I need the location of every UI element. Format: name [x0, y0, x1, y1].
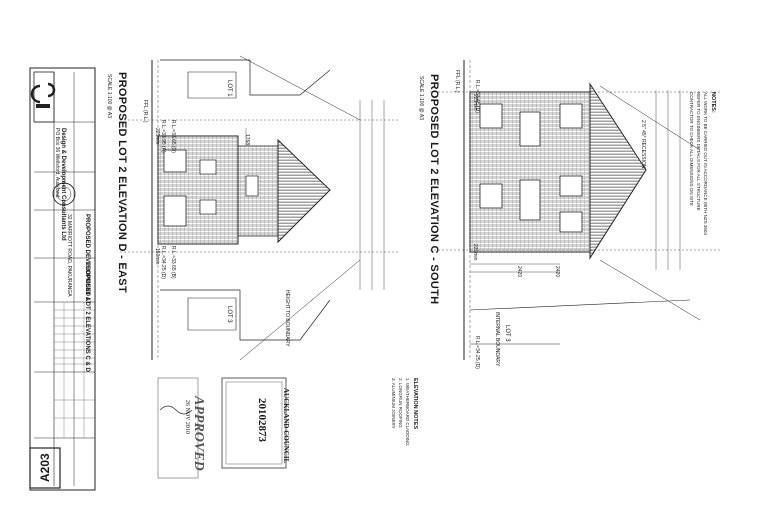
- south-setback-top: 225min: [472, 94, 478, 111]
- notes-line-2: REFER TO ENGINEERS DETAILS FOR ALL STRUC…: [696, 92, 701, 211]
- sheet-number: A203: [38, 453, 52, 482]
- east-dimension: 1768: [244, 134, 250, 146]
- east-lot-bot: LOT 3: [226, 306, 232, 323]
- elevation-note-1: 1. WEATHERBOARD CLADDING: [405, 378, 410, 446]
- notes-line-3: CONTRACTOR TO CHECK ALL DIMENSIONS ON SI…: [689, 92, 694, 206]
- south-boundary: INTERNAL BOUNDARY: [494, 312, 500, 367]
- east-recession-plane: HEIGHT TO BOUNDARY: [284, 290, 290, 347]
- east-lot-top: LOT 1: [226, 80, 232, 97]
- east-level-bot-1: R.L.=33.65 (B): [170, 246, 176, 279]
- consent-number: 20102873: [256, 398, 268, 442]
- elevation-c-scale: SCALE 1:100 @ A3: [418, 76, 424, 120]
- south-level-bot: R.L.=34.25 (D): [474, 336, 480, 369]
- title-block: [29, 67, 96, 491]
- south-recession-plane: 2.5" 45° RECESSION: [640, 120, 646, 169]
- elevation-c-south: [430, 60, 720, 360]
- elevation-note-2: 2. LONGRUN ROOFING: [398, 378, 403, 428]
- company-logo: [30, 82, 56, 108]
- south-dim-1: 2420: [516, 266, 522, 278]
- south-setback-bot: 220min: [472, 244, 478, 261]
- company-address: PO Box 36 Wellsford, Auckland: [54, 128, 60, 198]
- council-stamp-title: AUCKLAND COUNCIL: [282, 388, 290, 464]
- approved-stamp: APPROVED: [191, 396, 206, 471]
- signature-scribble: [159, 405, 193, 415]
- company-seal: [52, 182, 76, 206]
- stamp-date: 26 NOV 2010: [184, 400, 190, 434]
- elevation-note-3: 3. ALUMINIUM JOINERY: [391, 378, 396, 429]
- elevation-c-title: PROPOSED LOT 2 ELEVATION C - SOUTH: [428, 74, 440, 305]
- notes-line-1: ALL WORK TO BE CARRIED OUT IN ACCORDANCE…: [703, 92, 708, 235]
- east-level-bot-2: R.L.=34.25 (D): [160, 246, 166, 279]
- drawing-title: PROPOSED LOT 2 ELEVATIONS C & D: [84, 262, 90, 372]
- east-setback-top: 225min: [154, 128, 160, 145]
- south-lot: LOT 3: [504, 325, 510, 342]
- council-stamps: [157, 377, 287, 479]
- east-ffl: FFL (R.L.): [142, 100, 148, 123]
- elevation-d-title: PROPOSED LOT 2 ELEVATION D - EAST: [116, 72, 128, 293]
- east-level-top-2: R.L.=33.95 (A): [160, 120, 166, 153]
- elevation-d-scale: SCALE 1:100 @ A3: [106, 74, 112, 118]
- south-ffl: FFL (R.L.): [454, 70, 460, 93]
- notes-heading: NOTES:: [710, 92, 716, 113]
- elevation-notes-heading: ELEVATION NOTES: [412, 378, 418, 430]
- east-level-top-1: R.L.=33.65 (D): [170, 120, 176, 153]
- east-setback-bot: 150min: [154, 248, 160, 265]
- project-address: 32 MARRIOTT ROAD, PAKURANGA: [66, 214, 72, 297]
- elevation-d-east: [120, 55, 400, 361]
- south-dim-2: 2420: [554, 266, 560, 278]
